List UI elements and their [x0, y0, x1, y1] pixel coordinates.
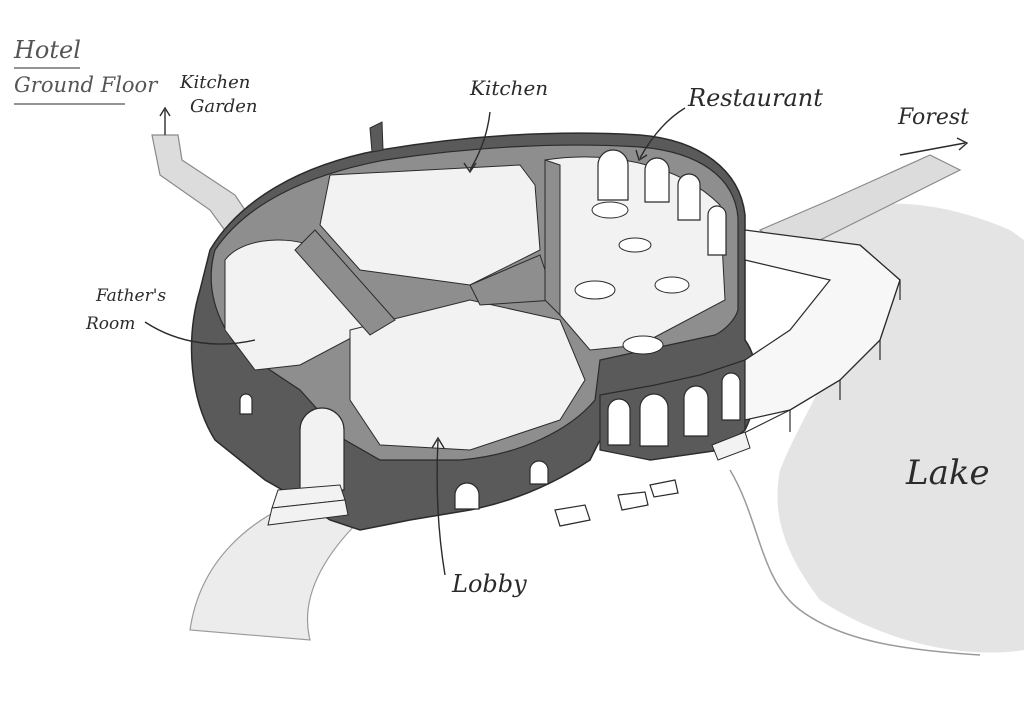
entrance-steps: [267, 484, 349, 526]
label-arrows: [144, 106, 969, 576]
label-restaurant: Restaurant: [688, 84, 823, 112]
lawn-chairs: [554, 479, 679, 527]
label-fathers-room-line-1: Father's: [96, 286, 167, 306]
entrance-door: [299, 407, 345, 491]
fathers-room-floor: [224, 239, 386, 371]
front-windows: [607, 372, 741, 447]
lake-water: [777, 203, 1024, 653]
label-kitchen-garden-line-1: Kitchen: [180, 72, 251, 93]
label-kitchen: Kitchen: [470, 76, 549, 100]
label-lobby: Lobby: [452, 570, 527, 598]
label-forest: Forest: [898, 105, 969, 130]
restaurant-windows: [597, 149, 727, 256]
restaurant-tables: [574, 201, 690, 355]
title-line-2: Ground Floor: [14, 73, 158, 97]
deck-steps: [711, 431, 751, 461]
front-curved-wall: [599, 359, 746, 461]
interior-wall: [544, 159, 561, 317]
lobby-floor: [349, 299, 586, 451]
kitchen-floor: [319, 164, 541, 286]
outer-windows: [239, 393, 549, 510]
label-lake: Lake: [906, 453, 990, 493]
label-kitchen-garden-line-2: Garden: [190, 96, 258, 117]
title-line-1: Hotel: [14, 36, 81, 64]
label-fathers-room-line-2: Room: [86, 314, 136, 334]
chimney: [369, 121, 384, 153]
lake-water-edge: [729, 469, 981, 656]
interior-wall: [294, 229, 396, 336]
